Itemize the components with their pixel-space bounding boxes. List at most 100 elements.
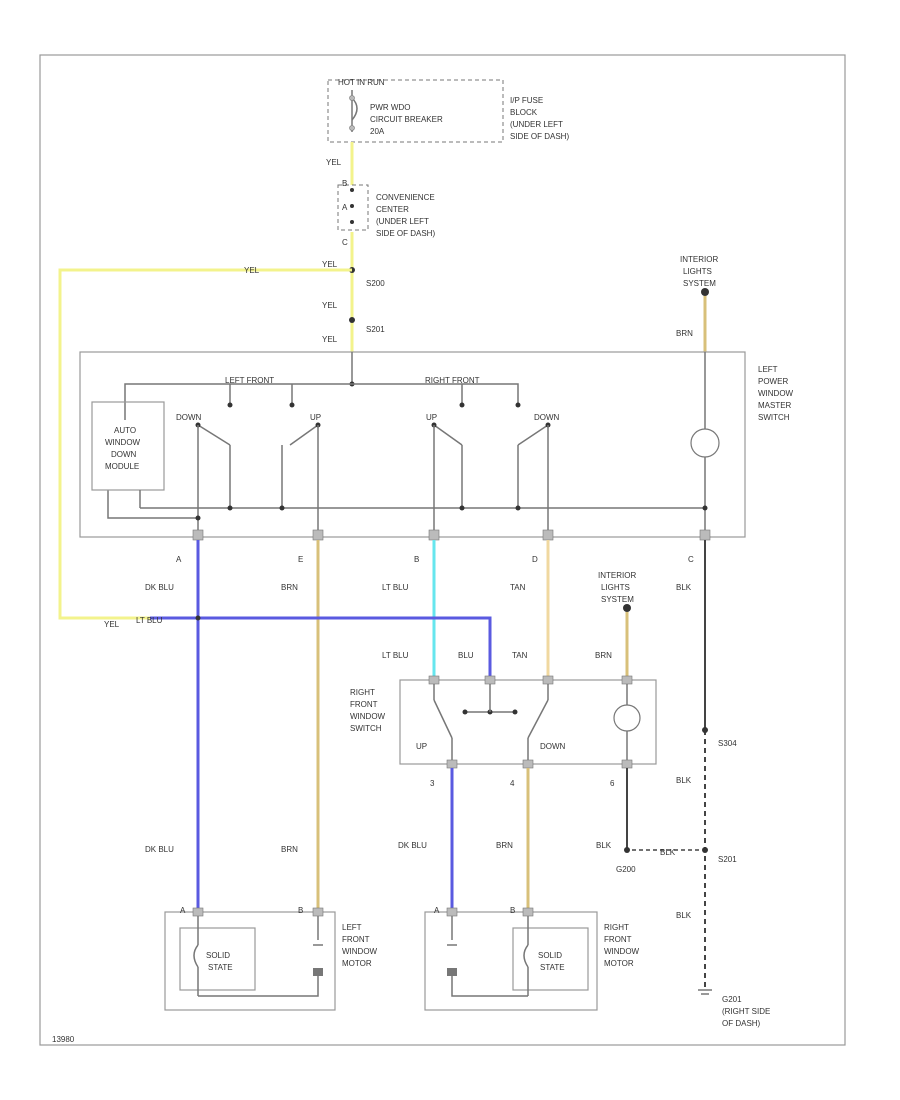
lf-motor-label-3: WINDOW — [342, 947, 378, 956]
auto-module-label-3: DOWN — [111, 450, 137, 459]
master-pin-e: E — [298, 555, 303, 564]
tan-label-rf: TAN — [512, 651, 528, 660]
conv-center-label-2: CENTER — [376, 205, 409, 214]
rf-switch-label-1: RIGHT — [350, 688, 375, 697]
breaker-label-3: 20A — [370, 127, 385, 136]
rf-motor-box — [424, 911, 598, 1011]
dk-blu-label-bottom-left: DK BLU — [145, 845, 174, 854]
left-front-label: LEFT FRONT — [225, 376, 274, 385]
lt-blu-label-crossover: LT BLU — [136, 616, 163, 625]
rf-motor-pin-b: B — [510, 906, 515, 915]
convenience-center — [337, 184, 369, 231]
splice-s200-label: S200 — [366, 279, 385, 288]
figure-id: 13980 — [52, 1035, 75, 1044]
lf-solid-state-2: STATE — [208, 963, 233, 972]
interior-lights-connector — [701, 288, 709, 296]
blk-label-right-1: BLK — [676, 776, 692, 785]
lf-motor-internals — [179, 916, 323, 997]
lt-blu-label-rf: LT BLU — [382, 651, 409, 660]
blu-splice-dot — [195, 615, 201, 621]
fuse-block-label-2: BLOCK — [510, 108, 538, 117]
brn-label-interior-mid: BRN — [595, 651, 612, 660]
ground-g200-label: G200 — [616, 865, 636, 874]
ground-g201-label-3: OF DASH) — [722, 1019, 761, 1028]
rf-motor-label-2: FRONT — [604, 935, 632, 944]
master-switch-internals — [107, 352, 720, 530]
splice-s304-dot — [702, 727, 708, 733]
breaker-label-2: CIRCUIT BREAKER — [370, 115, 443, 124]
ground-g201-label-1: G201 — [722, 995, 742, 1004]
interior-lights-mid-connector — [623, 604, 631, 612]
rf-terminal-4 — [522, 759, 534, 769]
master-switch-label-3: WINDOW — [758, 389, 794, 398]
circuit-breaker — [327, 79, 504, 143]
rf-up-label: UP — [416, 742, 427, 751]
fuse-block-label-1: I/P FUSE — [510, 96, 543, 105]
auto-module-label-1: AUTO — [114, 426, 136, 435]
rf-terminal-top-3 — [542, 675, 554, 685]
conv-pin-c: C — [342, 238, 348, 247]
auto-window-module — [91, 401, 165, 491]
lt-blu-label-top: LT BLU — [382, 583, 409, 592]
yel-label-s201: YEL — [322, 301, 338, 310]
tan-label-top: TAN — [510, 583, 526, 592]
splice-s201-dot — [349, 317, 355, 323]
rf-pin-3: 3 — [430, 779, 435, 788]
conv-center-label-4: SIDE OF DASH) — [376, 229, 435, 238]
lf-motor-label-4: MOTOR — [342, 959, 372, 968]
brn-label-left-top: BRN — [281, 583, 298, 592]
master-up-left: UP — [310, 413, 321, 422]
rf-terminal-6 — [621, 759, 633, 769]
yel-label-bottom-left: YEL — [104, 620, 120, 629]
interior-lights-label-3: SYSTEM — [683, 279, 716, 288]
splice-s201b-dot — [702, 847, 708, 853]
brn-label-interior-top: BRN — [676, 329, 693, 338]
splice-s201b-label: S201 — [718, 855, 737, 864]
lf-solid-state-1: SOLID — [206, 951, 230, 960]
brn-label-bottom-right: BRN — [496, 841, 513, 850]
fuse-block-label-4: SIDE OF DASH) — [510, 132, 569, 141]
master-switch-label-4: MASTER — [758, 401, 792, 410]
master-pin-c: C — [688, 555, 694, 564]
lf-motor-label-1: LEFT — [342, 923, 362, 932]
right-front-label: RIGHT FRONT — [425, 376, 480, 385]
interior-lights-mid-3: SYSTEM — [601, 595, 634, 604]
rf-switch-label-3: WINDOW — [350, 712, 386, 721]
conv-pin-b: B — [342, 179, 347, 188]
rf-solid-state-1: SOLID — [538, 951, 562, 960]
lf-motor-label-2: FRONT — [342, 935, 370, 944]
master-switch-label-2: POWER — [758, 377, 788, 386]
lf-motor-terminal-a — [192, 907, 204, 917]
rf-motor-pin-a: A — [434, 906, 440, 915]
rf-motor-label-3: WINDOW — [604, 947, 640, 956]
conv-center-label-1: CONVENIENCE — [376, 193, 435, 202]
blu-label-rf: BLU — [458, 651, 474, 660]
rf-motor-terminal-a — [446, 907, 458, 917]
rf-motor-label-4: MOTOR — [604, 959, 634, 968]
interior-lights-label-1: INTERIOR — [680, 255, 718, 264]
blk-label-right-3: BLK — [676, 911, 692, 920]
master-switch-label-5: SWITCH — [758, 413, 790, 422]
yel-label-master: YEL — [322, 335, 338, 344]
rf-pin-4: 4 — [510, 779, 515, 788]
rf-terminal-top-2 — [484, 675, 496, 685]
yel-label-s200: YEL — [322, 260, 338, 269]
master-terminal-c — [699, 529, 711, 541]
lf-motor-pin-a: A — [180, 906, 186, 915]
rf-terminal-top-1 — [428, 675, 440, 685]
yel-label-left: YEL — [244, 266, 260, 275]
auto-module-label-2: WINDOW — [105, 438, 141, 447]
blu-wire-crossover — [150, 616, 492, 680]
diagram-frame — [39, 54, 846, 1046]
master-up-right: UP — [426, 413, 437, 422]
master-terminal-d — [542, 529, 554, 541]
breaker-label-1: PWR WDO — [370, 103, 410, 112]
interior-lights-label-2: LIGHTS — [683, 267, 712, 276]
master-terminal-e — [312, 529, 324, 541]
interior-lights-mid-1: INTERIOR — [598, 571, 636, 580]
lf-motor-terminal-b — [312, 907, 324, 917]
splice-s201-label: S201 — [366, 325, 385, 334]
yel-wire-left-loop — [58, 268, 352, 620]
master-down-left: DOWN — [176, 413, 202, 422]
